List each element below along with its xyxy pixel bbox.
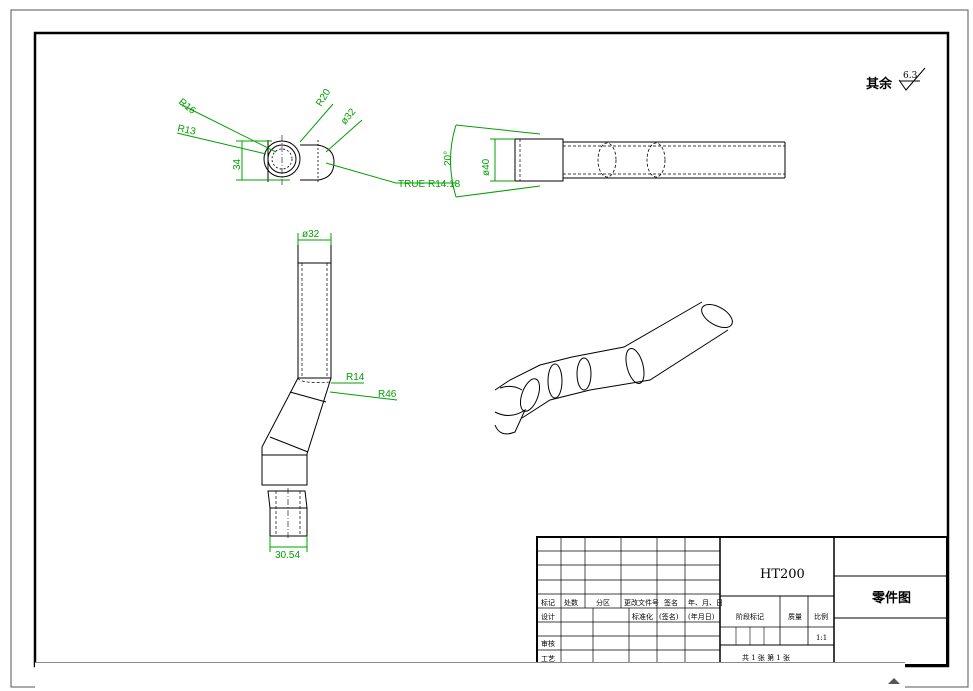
dim-true-r: TRUE R14.18 — [398, 179, 461, 190]
scroll-up-arrow-icon[interactable] — [888, 678, 900, 684]
review-label: 审核 — [541, 639, 555, 648]
header-sign: 签名 — [664, 598, 678, 607]
roughness-label: 其余 — [866, 76, 893, 92]
sign-label: (签名) — [659, 612, 679, 621]
standard-label: 标准化 — [632, 612, 653, 621]
dim-angle: 20° — [443, 151, 454, 166]
dim-phi32-top: ø32 — [339, 106, 359, 127]
top-view: R16 R13 R20 ø32 34 TRUE R14.18 — [176, 87, 461, 190]
scale-value: 1:1 — [816, 634, 827, 642]
scale-label: 比例 — [814, 612, 828, 621]
horizontal-scrollbar[interactable] — [35, 662, 905, 690]
dim-r16: R16 — [176, 97, 198, 117]
right-view: ø40 20° — [443, 124, 786, 198]
drawing-name: 零件图 — [871, 590, 911, 606]
outer-border — [10, 9, 969, 688]
stage-label: 阶段标记 — [736, 612, 764, 621]
iso-view — [494, 301, 733, 435]
dim-r20: R20 — [314, 87, 333, 109]
date-label: (年月日) — [688, 612, 715, 621]
header-date: 年、月、日 — [688, 598, 723, 607]
roughness-symbol — [898, 67, 926, 91]
design-label: 设计 — [541, 612, 555, 621]
dim-r46: R46 — [378, 389, 397, 400]
title-block-text: HT200 零件图 标记 处数 分区 更改文件号 签名 年、月、日 设计 标准化… — [541, 567, 911, 663]
dim-phi32-front: ø32 — [302, 229, 320, 240]
header-mark: 标记 — [541, 598, 555, 607]
material-label: HT200 — [760, 567, 805, 582]
roughness-value: 6.3 — [903, 71, 918, 81]
dim-width: 30.54 — [275, 550, 300, 561]
header-doc: 更改文件号 — [624, 598, 659, 607]
dim-phi40: ø40 — [481, 158, 492, 176]
front-view — [261, 239, 332, 540]
header-count: 处数 — [564, 598, 578, 607]
drawing-frame — [33, 31, 950, 668]
dim-r13: R13 — [176, 123, 197, 138]
sheet-count: 共 1 张 第 1 张 — [742, 653, 790, 662]
process-label: 工艺 — [541, 655, 555, 663]
mass-label: 质量 — [788, 612, 802, 621]
dim-r14: R14 — [346, 372, 365, 383]
dim-34: 34 — [232, 158, 243, 170]
header-zone: 分区 — [596, 598, 610, 607]
